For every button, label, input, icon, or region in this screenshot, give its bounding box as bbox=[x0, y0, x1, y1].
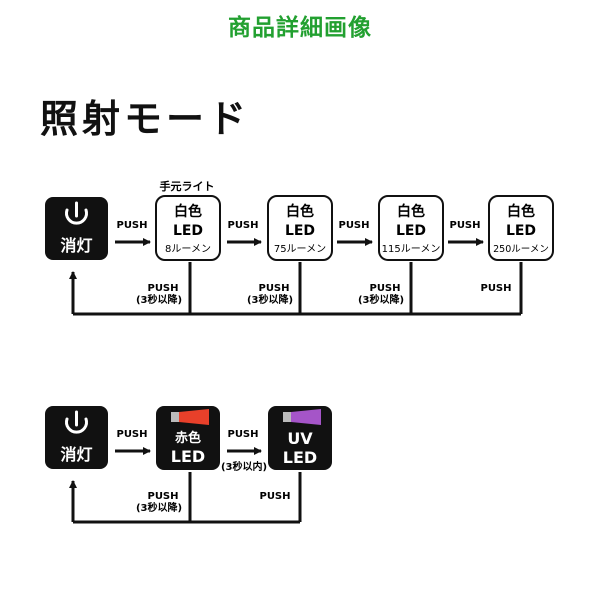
page-title: 商品詳細画像 bbox=[228, 15, 372, 41]
push-hold-label: (3秒以降) bbox=[136, 293, 182, 306]
push-label: PUSH bbox=[227, 429, 258, 440]
off-label: 消灯 bbox=[60, 445, 92, 464]
return-path-2 bbox=[69, 472, 302, 524]
box-lumen-label: 115ルーメン bbox=[382, 244, 441, 255]
white-led-box-2: 白色 LED 75ルーメン bbox=[267, 195, 333, 261]
box-lumen-label: 8ルーメン bbox=[165, 244, 211, 255]
off-box-2: 消灯 bbox=[45, 406, 108, 469]
push-label: PUSH bbox=[147, 491, 178, 502]
push-label: PUSH bbox=[258, 283, 289, 294]
box-type-label: LED bbox=[285, 223, 315, 239]
power-icon bbox=[65, 201, 88, 225]
red-led-box: 赤色 LED bbox=[156, 406, 220, 470]
white-led-box-4: 白色 LED 250ルーメン bbox=[488, 195, 554, 261]
box-color-label: 白色 bbox=[507, 203, 535, 220]
return-path-1 bbox=[69, 262, 523, 316]
box-uv-label: UV bbox=[287, 429, 313, 448]
box-color-label: 白色 bbox=[286, 203, 314, 220]
white-led-box-3: 白色 LED 115ルーメン bbox=[378, 195, 444, 261]
white-led-box-1: 白色 LED 8ルーメン bbox=[155, 195, 221, 261]
push-label: PUSH bbox=[227, 220, 258, 231]
box-color-label: 白色 bbox=[397, 203, 425, 220]
box-type-label: LED bbox=[173, 223, 203, 239]
push-label: PUSH bbox=[480, 283, 511, 294]
push-label: PUSH bbox=[147, 283, 178, 294]
box-lumen-label: 250ルーメン bbox=[493, 244, 549, 255]
push-label: PUSH bbox=[116, 220, 147, 231]
power-icon bbox=[65, 410, 88, 434]
box-type-label: LED bbox=[506, 223, 536, 239]
push-hold-label: (3秒以降) bbox=[247, 293, 293, 306]
off-label: 消灯 bbox=[60, 236, 92, 255]
push-label: PUSH bbox=[449, 220, 480, 231]
push-hold-label: (3秒以降) bbox=[136, 501, 182, 514]
push-hold-label: (3秒以降) bbox=[358, 293, 404, 306]
section-title: 照射モード bbox=[40, 97, 251, 141]
off-box-1: 消灯 bbox=[45, 197, 108, 260]
box-type-label: LED bbox=[283, 448, 317, 467]
push-label: PUSH bbox=[338, 220, 369, 231]
push-hold-label: (3秒以内) bbox=[221, 460, 267, 473]
uv-led-box: UV LED bbox=[268, 406, 332, 470]
handlight-note: 手元ライト bbox=[160, 179, 215, 193]
box-lumen-label: 75ルーメン bbox=[274, 244, 326, 255]
box-color-label: 白色 bbox=[174, 203, 202, 220]
push-label: PUSH bbox=[369, 283, 400, 294]
box-type-label: LED bbox=[171, 447, 205, 466]
uv-flashlight-icon bbox=[283, 409, 321, 425]
push-label: PUSH bbox=[116, 429, 147, 440]
box-type-label: LED bbox=[396, 223, 426, 239]
red-flashlight-icon bbox=[171, 409, 209, 425]
box-color-label: 赤色 bbox=[175, 430, 201, 446]
push-label: PUSH bbox=[259, 491, 290, 502]
